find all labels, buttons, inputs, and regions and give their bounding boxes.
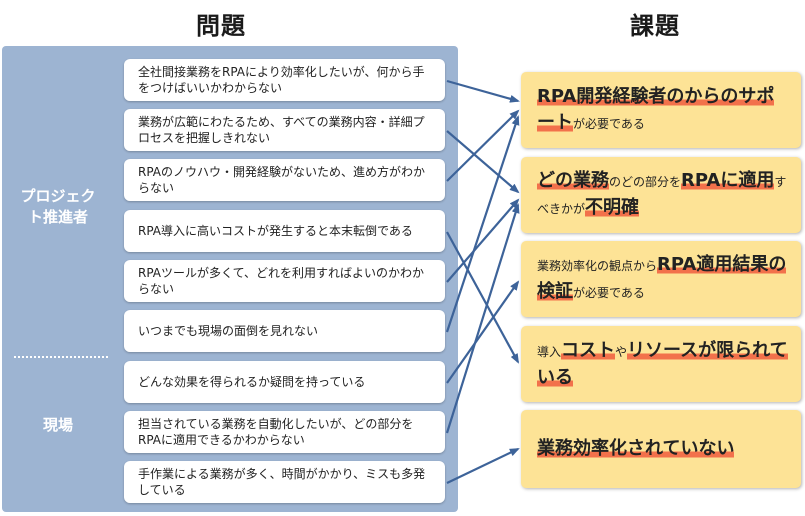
task-box-2: どの業務のどの部分をRPAに適用すべきかが不明確 bbox=[521, 157, 801, 233]
group-label-field: 現場 bbox=[42, 416, 73, 434]
task-normal: や bbox=[615, 344, 628, 359]
problem-box-3: RPAのノウハウ・開発経験がないため、進め方がわからない bbox=[124, 159, 445, 201]
task-box-5: 業務効率化されていない bbox=[521, 410, 801, 488]
task-bold: 業務効率化されていない bbox=[537, 438, 735, 459]
task-box-4: 導入コストやリソースが限られている bbox=[521, 326, 801, 402]
task-normal: 業務効率化の観点から bbox=[537, 259, 658, 273]
problem-box-4: RPA導入に高いコストが発生すると本末転倒である bbox=[124, 210, 445, 252]
task-box-1: RPA開発経験者のからのサポートが必要である bbox=[521, 72, 801, 148]
problems-heading: 問題 bbox=[196, 12, 246, 40]
task-normal: が必要である bbox=[573, 286, 645, 300]
task-bold: 不明確 bbox=[585, 197, 640, 218]
problem-text: RPAのノウハウ・開発経験がないため、進め方がわからない bbox=[138, 165, 426, 195]
task-normal: 導入 bbox=[537, 344, 562, 359]
task-bold: RPAに適用 bbox=[681, 170, 775, 191]
task-bold: どの業務 bbox=[537, 170, 609, 191]
problem-text: どんな効果を得られるか疑問を持っている bbox=[138, 375, 366, 389]
problem-box-7: どんな効果を得られるか疑問を持っている bbox=[124, 361, 445, 403]
task-normal: のどの部分を bbox=[609, 175, 682, 189]
problem-box-6: いつまでも現場の面倒を見れない bbox=[124, 310, 445, 352]
problem-box-2: 業務が広範にわたるため、すべての業務内容・詳細プロセスを把握しきれない bbox=[124, 109, 445, 151]
problem-text: 業務が広範にわたるため、すべての業務内容・詳細プロセスを把握しきれない bbox=[138, 115, 425, 145]
problem-text: 担当されている業務を自動化したいが、どの部分をRPAに適用できるかわからない bbox=[138, 417, 414, 447]
task-normal: が必要である bbox=[573, 116, 645, 131]
tasks-heading: 課題 bbox=[630, 12, 680, 40]
problem-text: 全社間接業務をRPAにより効率化したいが、何から手をつけばいいかわからない bbox=[138, 65, 425, 95]
task-bold: コスト bbox=[561, 339, 616, 361]
task-box-3: 業務効率化の観点からRPA適用結果の検証が必要である bbox=[521, 241, 801, 317]
problem-text: いつまでも現場の面倒を見れない bbox=[138, 324, 319, 338]
problem-box-8: 担当されている業務を自動化したいが、どの部分をRPAに適用できるかわからない bbox=[124, 411, 445, 453]
task-normal: すべきかが bbox=[537, 175, 787, 216]
group-label-project: プロジェクト推進者 bbox=[20, 187, 96, 226]
problem-text: RPAツールが多くて、どれを利用すればよいのかわからない bbox=[138, 266, 425, 296]
problem-box-9: 手作業による業務が多く、時間がかかり、ミスも多発している bbox=[124, 461, 445, 503]
problem-text: 手作業による業務が多く、時間がかかり、ミスも多発している bbox=[138, 467, 426, 497]
problem-box-1: 全社間接業務をRPAにより効率化したいが、何から手をつけばいいかわからない bbox=[124, 59, 445, 101]
group-divider bbox=[14, 356, 108, 358]
problem-box-5: RPAツールが多くて、どれを利用すればよいのかわからない bbox=[124, 260, 445, 302]
problem-text: RPA導入に高いコストが発生すると本末転倒である bbox=[138, 224, 413, 238]
